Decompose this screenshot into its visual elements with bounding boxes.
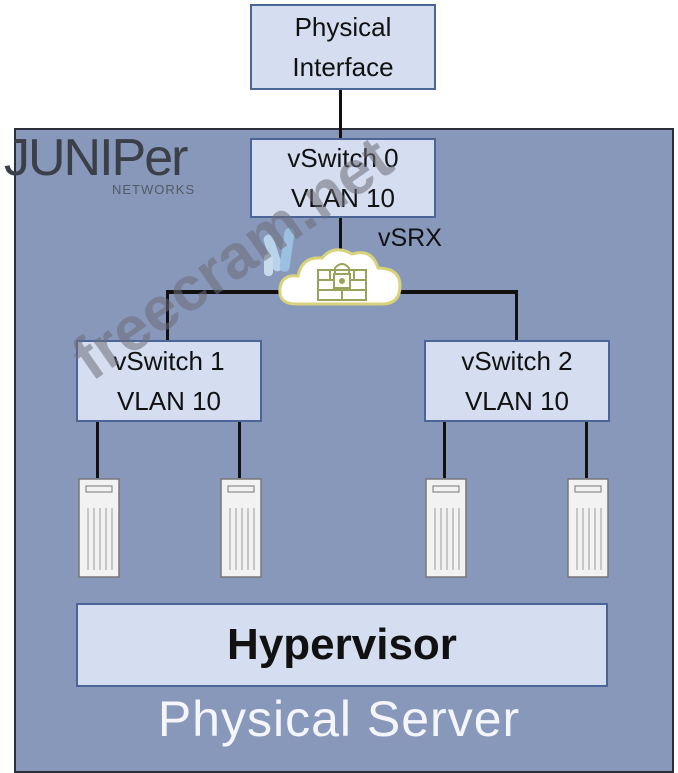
node-label-line1: Physical [294,11,392,42]
vsrx-cloud-firewall-icon [263,228,402,306]
node-label-line1: vSwitch 0 [287,142,399,173]
link-vswitch2-server4 [585,422,588,478]
node-label-line2: VLAN 10 [290,183,396,213]
hypervisor-layer: Hypervisor [76,603,608,687]
node-label-line1: vSwitch 2 [461,345,573,376]
server-tower-icon [425,478,467,578]
node-label-line2: VLAN 10 [116,386,222,416]
vswitch2-node: vSwitch 2 VLAN 10 [424,340,610,422]
link-vswitch0-vsrx [339,218,342,252]
node-label-line1: vSwitch 1 [113,345,225,376]
network-sparkle-icon [263,228,295,276]
server-tower-icon [567,478,609,578]
vsrx-label: vSRX [378,224,442,252]
link-vswitch1-server2 [238,422,241,478]
juniper-logo: JUNIPer [4,129,188,187]
server-tower-icon [220,478,262,578]
node-label-line2: Interface [292,52,394,82]
juniper-logo-subtitle: NETWORKS [112,182,196,197]
link-interface-vswitch0 [339,90,342,138]
node-label-line2: VLAN 10 [464,386,570,416]
link-bus-vswitch2 [515,290,518,340]
link-vswitch2-server3 [443,422,446,478]
link-bus-vswitch1 [166,290,169,340]
vswitch1-node: vSwitch 1 VLAN 10 [76,340,262,422]
physical-interface-node: Physical Interface [250,4,436,90]
vswitch0-node: vSwitch 0 VLAN 10 [250,138,436,218]
physical-server-label: Physical Server [157,691,521,747]
server-tower-icon [78,478,120,578]
firewall-lock-icon [317,263,367,301]
link-vswitch1-server1 [96,422,99,478]
